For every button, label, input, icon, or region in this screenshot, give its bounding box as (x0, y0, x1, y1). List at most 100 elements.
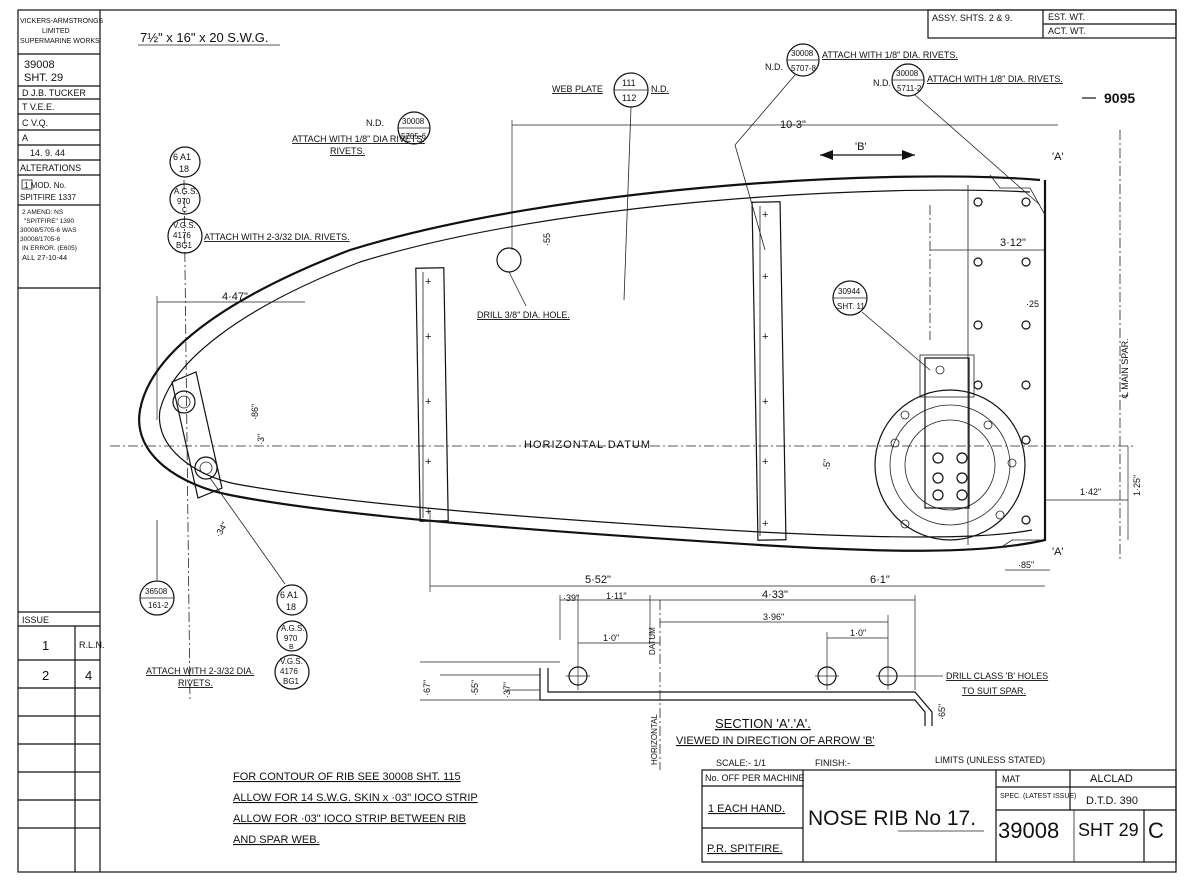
callout-5711-2: 30008 5711-2 N.D. ATTACH WITH 1/8" DIA. … (873, 63, 1063, 206)
callout-6a1-bottom: 6 A1 18 A.G.S. 970 B V.G.S. 4176 BG1 ATT… (146, 477, 310, 690)
est-weight-label: EST. WT. (1048, 12, 1085, 22)
svg-text:·3": ·3" (256, 434, 266, 445)
svg-text:1·11": 1·11" (606, 591, 627, 601)
svg-text:1·42": 1·42" (1080, 487, 1101, 497)
svg-text:N.D.: N.D. (651, 84, 669, 94)
drawing-number: 9095 (1104, 90, 1135, 106)
svg-text:'A': 'A' (1052, 546, 1064, 558)
svg-text:·39": ·39" (563, 593, 579, 603)
svg-text:+: + (762, 331, 768, 343)
drill-class-b-label: DRILL CLASS 'B' HOLES (946, 671, 1048, 681)
callout-36508: 36508 161-2 (139, 520, 175, 616)
main-spar-label: ℄ MAIN SPAR. (1120, 338, 1130, 399)
title-sheet: SHT 29 (1078, 820, 1139, 840)
svg-text:·34": ·34" (213, 520, 230, 539)
svg-text:4·33": 4·33" (762, 589, 788, 601)
svg-text:4176: 4176 (280, 667, 298, 676)
dim-4-47: 4·47" (156, 291, 305, 420)
issue-2-number: 2 (42, 668, 49, 683)
svg-text:970: 970 (177, 197, 191, 206)
title-block: SCALE:- 1/1 FINISH:- LIMITS (UNLESS STAT… (701, 755, 1177, 863)
svg-text:30008: 30008 (791, 49, 814, 58)
approved-by: A (22, 133, 28, 143)
svg-text:18: 18 (286, 602, 296, 612)
attach-2-3-32-top: ATTACH WITH 2-3/32 DIA. RIVETS. (204, 232, 350, 242)
svg-text:SCALE:- 1/1: SCALE:- 1/1 (716, 758, 766, 768)
svg-text:+: + (425, 331, 431, 343)
svg-text:5705-6: 5705-6 (401, 132, 426, 141)
svg-text:18: 18 (179, 164, 189, 174)
svg-text:30008/5705-6 WAS: 30008/5705-6 WAS (20, 227, 77, 234)
company-line-3: SUPERMARINE WORKS (20, 38, 100, 45)
section-title: SECTION 'A'.'A'. (715, 716, 811, 731)
dim-85: ·85" (1005, 560, 1050, 571)
svg-text:·65": ·65" (937, 704, 947, 720)
stiffener-left: + + + + + (415, 267, 449, 522)
title-part-number: 39008 (998, 818, 1059, 843)
svg-text:+: + (762, 209, 768, 221)
svg-text:1·0": 1·0" (603, 633, 619, 643)
attach-1-8-mid: ATTACH WITH 1/8" DIA. RIVETS. (822, 50, 958, 60)
issue-1-number: 1 (42, 638, 49, 653)
svg-text:970: 970 (284, 634, 298, 643)
left-part-number: 39008 (24, 59, 55, 71)
svg-text:30008/1705-6: 30008/1705-6 (20, 236, 61, 243)
title-issue: C (1148, 818, 1164, 843)
svg-text:HORIZONTAL: HORIZONTAL (650, 713, 659, 765)
svg-text:30008: 30008 (402, 117, 425, 126)
svg-text:ALL 27-10-44: ALL 27-10-44 (22, 253, 67, 262)
svg-text:6 A1: 6 A1 (173, 152, 191, 162)
alterations-label: ALTERATIONS (20, 163, 81, 173)
svg-text:·86": ·86" (250, 404, 260, 420)
stock-size-note: 7½" x 16" x 20 S.W.G. (140, 30, 268, 45)
svg-text:FINISH:-: FINISH:- (815, 758, 850, 768)
drawing-border (17, 9, 1177, 873)
issue-2-value: 4 (85, 668, 92, 683)
svg-text:'B': 'B' (855, 141, 867, 153)
svg-text:+: + (762, 518, 768, 530)
svg-text:ALLOW FOR ·03" IOCO STRIP BETW: ALLOW FOR ·03" IOCO STRIP BETWEEN RIB (233, 813, 466, 825)
svg-text:ALLOW FOR 14 S.W.G. SKIN x ·03: ALLOW FOR 14 S.W.G. SKIN x ·03" IOCO STR… (233, 792, 478, 804)
rib-outline (138, 174, 1047, 552)
stiffener-right: + + + + + + (751, 201, 787, 541)
attach-1-8-left: ATTACH WITH 1/8" DIA RIVETS. (292, 134, 425, 144)
attach-1-8-right: ATTACH WITH 1/8" DIA. RIVETS. (927, 74, 1063, 84)
section-subtitle: VIEWED IN DIRECTION OF ARROW 'B' (676, 735, 875, 747)
svg-text:·85": ·85" (1018, 560, 1034, 570)
svg-text:FOR CONTOUR OF RIB SEE 30008 S: FOR CONTOUR OF RIB SEE 30008 SHT. 115 (233, 771, 461, 783)
svg-text:+: + (762, 396, 768, 408)
svg-text:'A': 'A' (1052, 151, 1064, 163)
svg-text:5711-2: 5711-2 (897, 84, 922, 93)
svg-text:+: + (762, 456, 768, 468)
left-sheet-number: SHT. 29 (24, 72, 63, 84)
svg-text:AND SPAR WEB.: AND SPAR WEB. (233, 834, 320, 846)
assy-sheets-label: ASSY. SHTS. 2 & 9. (932, 13, 1012, 23)
svg-text:WEB PLATE: WEB PLATE (552, 84, 603, 94)
callout-5705-6: 30008 5705-6 N.D. ATTACH WITH 1/8" DIA R… (292, 111, 431, 156)
svg-text:1·25": 1·25" (1132, 475, 1142, 496)
svg-text:BG1: BG1 (283, 677, 300, 686)
svg-text:"SPITFIRE" 1390: "SPITFIRE" 1390 (24, 218, 75, 225)
company-line-2: LIMITED (42, 28, 70, 35)
dim-3-12: 3·12" ·25 (930, 237, 1045, 309)
svg-text:3·12": 3·12" (1000, 237, 1026, 249)
callout-5707-8: 30008 5707-8 N.D. ATTACH WITH 1/8" DIA. … (734, 43, 958, 251)
svg-text:2 AMEND: NS: 2 AMEND: NS (22, 209, 64, 216)
svg-text:5·52": 5·52" (585, 574, 611, 586)
callout-30944: 30944 SHT. 11 (832, 280, 931, 371)
svg-text:·25: ·25 (1026, 299, 1039, 309)
header-weight-boxes: ASSY. SHTS. 2 & 9. EST. WT. ACT. WT. (927, 9, 1177, 39)
svg-text:111: 111 (622, 78, 636, 88)
svg-text:·55": ·55" (470, 680, 480, 696)
act-weight-label: ACT. WT. (1048, 26, 1086, 36)
svg-text:V.G.S.: V.G.S. (173, 221, 196, 230)
svg-text:·37": ·37" (502, 682, 512, 698)
mod-label: 1 MOD. No. (24, 181, 66, 190)
attach-2-3-32-bottom: ATTACH WITH 2-3/32 DIA. (146, 666, 254, 676)
svg-text:·5": ·5" (822, 459, 832, 470)
drawing-title: NOSE RIB No 17. (808, 807, 976, 830)
drawn-by: D J.B. TUCKER (22, 88, 86, 98)
svg-text:+: + (425, 276, 431, 288)
svg-text:5707-8: 5707-8 (791, 64, 816, 73)
